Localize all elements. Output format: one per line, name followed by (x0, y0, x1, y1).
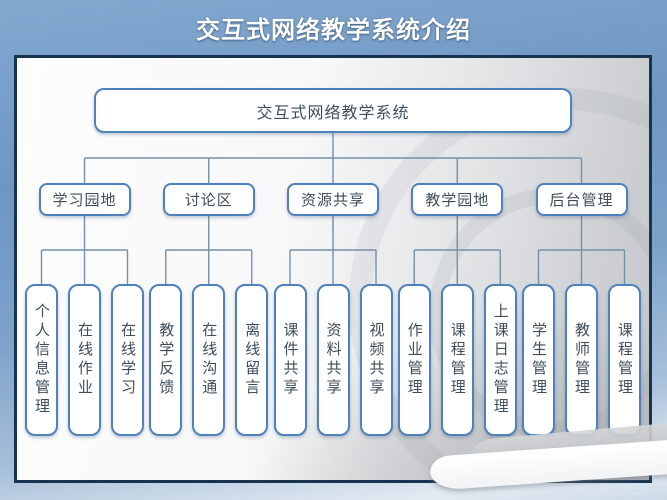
children-row: 教学反馈 在线沟通 离线留言 (149, 284, 269, 436)
leaf-label: 个人信息管理 (33, 303, 50, 417)
leaf-node: 教学反馈 (149, 284, 183, 436)
group-backend-admin: 后台管理 学生管理 教师管理 课程管理 (522, 183, 641, 436)
leaf-label: 作业管理 (405, 322, 423, 398)
leaf-node: 上课日志管理 (483, 284, 517, 436)
leaf-label: 离线留言 (243, 322, 261, 398)
group-discussion-area: 讨论区 教学反馈 在线沟通 离线留言 (149, 183, 269, 436)
node-label: 学习园地 (52, 192, 117, 209)
leaf-node: 在线沟通 (192, 284, 226, 436)
leaf-label: 在线沟通 (200, 322, 218, 398)
leaf-label: 教师管理 (573, 322, 590, 398)
leaf-label: 学生管理 (530, 322, 547, 398)
children-row: 个人信息管理 在线作业 在线学习 (25, 284, 144, 436)
slide-title: 交互式网络教学系统介绍 (196, 17, 471, 44)
leaf-node: 课程管理 (440, 284, 474, 436)
diagram-area: 交互式网络教学系统 学习园地 个人信息管理 在线作业 在线学习 讨论区 (17, 58, 649, 480)
node-teaching-garden: 教学园地 (411, 183, 504, 216)
content-frame: 交互式网络教学系统 学习园地 个人信息管理 在线作业 在线学习 讨论区 (14, 55, 652, 483)
node-discussion-area: 讨论区 (162, 183, 255, 216)
leaf-label: 课件共享 (281, 322, 299, 398)
leaf-node: 教师管理 (565, 284, 598, 436)
connector-lines (40, 133, 626, 284)
children-row: 学生管理 教师管理 课程管理 (522, 284, 641, 436)
leaf-label: 资料共享 (324, 322, 342, 398)
root-node-label: 交互式网络教学系统 (256, 104, 410, 122)
node-resource-sharing: 资源共享 (287, 183, 379, 216)
leaf-node: 在线学习 (111, 284, 144, 436)
node-label: 资源共享 (300, 192, 365, 209)
leaf-label: 在线学习 (119, 322, 136, 398)
node-backend-admin: 后台管理 (535, 183, 628, 216)
leaf-node: 作业管理 (397, 284, 431, 436)
root-node: 交互式网络教学系统 (94, 88, 572, 133)
leaf-node: 离线留言 (235, 284, 269, 436)
leaf-node: 视频共享 (359, 284, 393, 436)
children-row: 课件共享 资料共享 视频共享 (273, 284, 393, 436)
leaf-label: 视频共享 (367, 322, 385, 398)
group-learning-garden: 学习园地 个人信息管理 在线作业 在线学习 (25, 183, 144, 436)
group-teaching-garden: 教学园地 作业管理 课程管理 上课日志管理 (397, 183, 517, 436)
leaf-label: 上课日志管理 (491, 303, 509, 417)
title-band: 交互式网络教学系统介绍 (0, 0, 667, 55)
node-label: 讨论区 (184, 192, 233, 209)
leaf-node: 学生管理 (522, 284, 555, 436)
leaf-node: 资料共享 (316, 284, 350, 436)
leaf-node: 课件共享 (273, 284, 307, 436)
node-label: 教学园地 (425, 192, 490, 209)
leaf-label: 在线作业 (76, 322, 93, 398)
node-label: 后台管理 (549, 192, 614, 209)
leaf-label: 课程管理 (616, 322, 633, 398)
leaf-label: 课程管理 (448, 322, 466, 398)
node-learning-garden: 学习园地 (38, 183, 131, 216)
leaf-node: 在线作业 (68, 284, 101, 436)
leaf-node: 课程管理 (608, 284, 641, 436)
leaf-label: 教学反馈 (157, 322, 175, 398)
group-resource-sharing: 资源共享 课件共享 资料共享 视频共享 (273, 183, 393, 436)
leaf-node: 个人信息管理 (25, 284, 58, 436)
branch-row: 学习园地 个人信息管理 在线作业 在线学习 讨论区 教学反馈 在线沟通 (25, 183, 641, 436)
children-row: 作业管理 课程管理 上课日志管理 (397, 284, 517, 436)
